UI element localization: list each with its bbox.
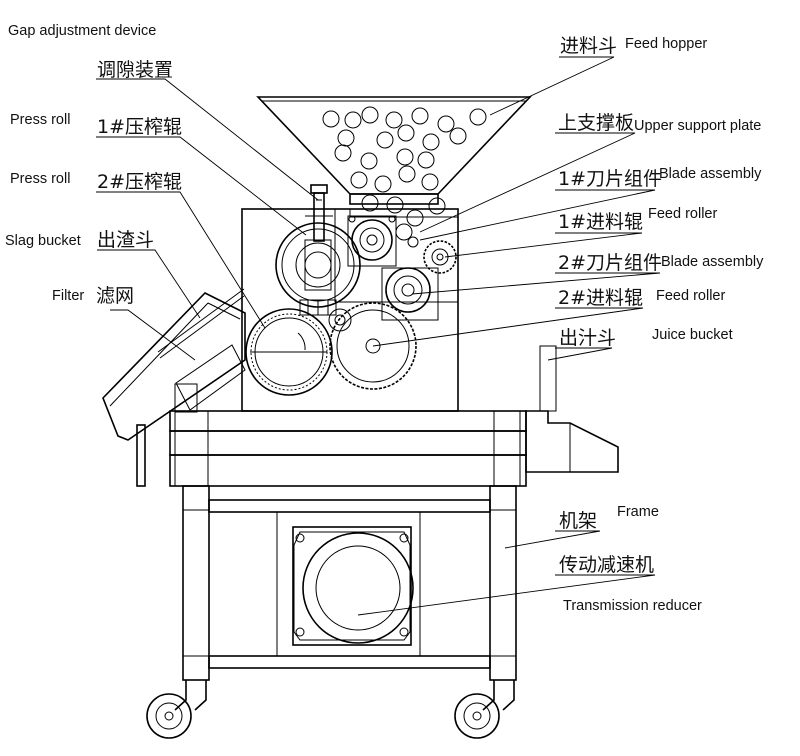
- label-slag-cn: 出渣斗: [97, 229, 154, 251]
- blade-assembly-2: [381, 267, 439, 321]
- label-blade1-cn: 1#刀片组件: [558, 168, 662, 190]
- label-group: Gap adjustment device 调隙装置 Press roll 1#…: [5, 23, 764, 614]
- label-blade2-cn: 2#刀片组件: [558, 252, 662, 274]
- label-feed2-en: Feed roller: [656, 288, 725, 304]
- label-blade2-en: Blade assembly: [661, 254, 764, 270]
- feed-hopper: [256, 96, 532, 241]
- label-upper-cn: 上支撑板: [558, 112, 634, 134]
- label-frame-cn: 机架: [559, 510, 597, 532]
- label-feed2-cn: 2#进料辊: [558, 287, 643, 309]
- label-reducer-cn: 传动减速机: [559, 554, 654, 576]
- press-roll-2: [245, 308, 333, 396]
- label-hopper-en: Feed hopper: [625, 36, 707, 52]
- leader-lines: [96, 56, 661, 616]
- label-slag-en: Slag bucket: [5, 233, 81, 249]
- label-gap-cn: 调隙装置: [97, 59, 173, 81]
- label-press1-en: Press roll: [10, 112, 70, 128]
- label-frame-en: Frame: [617, 504, 659, 520]
- label-press2-cn: 2#压榨辊: [97, 171, 182, 193]
- label-feed1-cn: 1#进料辊: [558, 211, 643, 233]
- blade-assembly-1: [347, 215, 397, 267]
- caster-right: [454, 680, 515, 739]
- press-roll-1: [275, 222, 361, 316]
- slag-bucket: [102, 288, 246, 487]
- label-press1-cn: 1#压榨辊: [97, 116, 182, 138]
- label-blade1-en: Blade assembly: [659, 166, 762, 182]
- gap-adjustment-screw: [305, 184, 333, 242]
- feed-roller-2: [329, 302, 417, 390]
- label-upper-en: Upper support plate: [634, 118, 761, 134]
- label-juice-en: Juice bucket: [652, 327, 733, 343]
- label-reducer-en: Transmission reducer: [563, 598, 702, 614]
- label-juice-cn: 出汁斗: [559, 327, 616, 349]
- label-filter-cn: 滤网: [96, 285, 134, 307]
- label-hopper-cn: 进料斗: [560, 35, 617, 57]
- transmission-reducer: [292, 526, 414, 646]
- filter-screen: [174, 344, 246, 413]
- label-press2-en: Press roll: [10, 171, 70, 187]
- juice-bucket: [525, 345, 619, 473]
- label-filter-en: Filter: [52, 288, 84, 304]
- fruit-balls: [322, 106, 487, 241]
- label-feed1-en: Feed roller: [648, 206, 717, 222]
- label-gap-en: Gap adjustment device: [8, 23, 156, 39]
- caster-left: [146, 680, 207, 739]
